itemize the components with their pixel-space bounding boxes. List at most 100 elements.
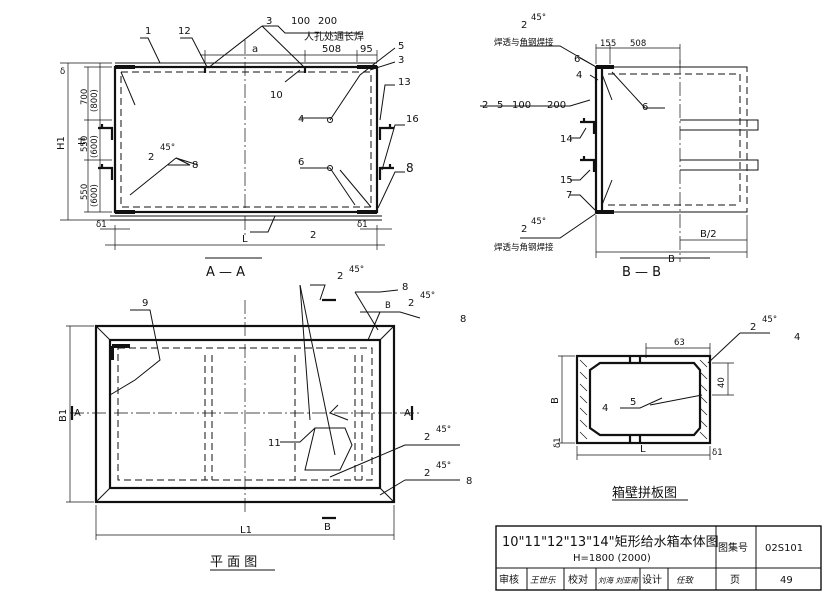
- atlas-number: 02S101: [765, 543, 803, 554]
- aa-weld-top-100: 100: [291, 16, 310, 27]
- plan-weld1-2: 2: [337, 271, 343, 282]
- plan-weld4-8: 8: [466, 476, 472, 487]
- plan-label-11: 11: [268, 438, 281, 449]
- bb-weld-left-100: 100: [512, 100, 531, 111]
- aa-dim-a: a: [252, 44, 258, 55]
- panel-weld-4: 4: [794, 332, 800, 343]
- aa-label-5: 5: [398, 41, 404, 52]
- aa-weld-top-3: 3: [266, 16, 272, 27]
- section-aa: 1 12 3 100 200 人孔处通长焊 a 508 95 5 3 13 10…: [56, 16, 419, 280]
- plan-weld1-45: 45°: [349, 265, 364, 275]
- atlas-number-label: 图集号: [718, 541, 748, 554]
- aa-tank-wall: [113, 65, 379, 214]
- aa-inner-outline: [120, 71, 372, 208]
- bb-weld-left-200: 200: [547, 100, 566, 111]
- aa-weld-left-45: 45°: [160, 143, 175, 153]
- page-label: 页: [730, 574, 740, 586]
- check-signature: 刘海 刘亚南: [598, 576, 639, 585]
- panel-detail: 63 2 45° 4 40 4 5 B δ1 L δ1 箱壁拼板图: [550, 315, 800, 501]
- plan-weld2-B: B: [385, 301, 391, 311]
- aa-label-12: 12: [178, 26, 191, 37]
- aa-label-3: 3: [398, 55, 404, 66]
- aa-weld-left-8: 8: [192, 160, 198, 171]
- plan-view: 9 2 45° 8 B 2 45° 8 11 2 45° 2 45° 8 A A…: [58, 265, 472, 571]
- plan-dim-B1: B1: [58, 409, 69, 422]
- bb-label-6a: 6: [574, 54, 580, 65]
- bb-weld-bot-note: 焊透与角钢焊接: [494, 242, 554, 253]
- plan-manhole: [304, 427, 353, 471]
- aa-delta: δ: [60, 67, 65, 77]
- plan-weld1-8: 8: [402, 282, 408, 293]
- panel-outer: [575, 354, 712, 445]
- plan-label-9: 9: [142, 298, 148, 309]
- plan-view-title: 平 面 图: [210, 555, 257, 570]
- aa-label-10: 10: [270, 90, 283, 101]
- plan-weld3-45: 45°: [436, 425, 451, 435]
- aa-label-1: 1: [145, 26, 151, 37]
- bb-label-7: 7: [566, 190, 572, 201]
- aa-view-title: A — A: [206, 265, 245, 280]
- title-block: 10"11"12"13"14"矩形给水箱本体图 H=1800 (2000) 图集…: [495, 525, 822, 591]
- bb-dim-B2: B/2: [700, 229, 717, 240]
- plan-weld2-8: 8: [460, 314, 466, 325]
- aa-delta1-left: δ1: [96, 220, 107, 230]
- aa-weld-top-200: 200: [318, 16, 337, 27]
- aa-delta1-right: δ1: [357, 220, 368, 230]
- aa-dim-800: (800): [90, 89, 100, 112]
- bb-label-4: 4: [576, 70, 582, 81]
- panel-delta1: δ1: [553, 437, 563, 448]
- plan-section-A-left: A: [74, 408, 81, 419]
- plan-weld3-2: 2: [424, 432, 430, 443]
- bb-side-wall: [594, 65, 604, 214]
- aa-label-8: 8: [406, 161, 414, 175]
- aa-dim-600b: (600): [90, 184, 100, 207]
- bb-dim-508: 508: [630, 39, 646, 49]
- aa-label-6: 6: [298, 157, 304, 168]
- drawing-subtitle: H=1800 (2000): [573, 553, 651, 564]
- bb-weld-top-note: 焊透与角钢焊接: [494, 37, 554, 48]
- panel-label-5: 5: [630, 397, 636, 408]
- bb-weld-bot-2: 2: [521, 224, 527, 235]
- bb-dim-155: 155: [600, 39, 616, 49]
- bb-label-15: 15: [560, 175, 573, 186]
- aa-dim-600a: (600): [90, 135, 100, 158]
- aa-dim-H: H: [77, 137, 88, 145]
- aa-dim-H1: H1: [56, 136, 67, 150]
- plan-dim-L1: L1: [240, 525, 252, 536]
- check-label: 校对: [568, 573, 588, 586]
- review-label: 审核: [499, 573, 519, 586]
- aa-label-2: 2: [310, 230, 316, 241]
- drawing-title: 10"11"12"13"14"矩形给水箱本体图: [502, 534, 719, 550]
- design-label: 设计: [642, 573, 662, 586]
- plan-weld2-45: 45°: [420, 291, 435, 301]
- bb-weld-left-2: 2: [482, 100, 488, 111]
- panel-dim-B: B: [550, 397, 561, 404]
- plan-weld2-2: 2: [408, 298, 414, 309]
- panel-dim-63: 63: [674, 338, 685, 348]
- aa-dim-550a: 550: [80, 136, 90, 152]
- bb-weld-top-45: 45°: [531, 13, 546, 23]
- aa-dim-L: L: [242, 234, 248, 245]
- aa-label-4: 4: [298, 114, 304, 125]
- panel-weld-2: 2: [750, 322, 756, 333]
- bb-label-14: 14: [560, 134, 573, 145]
- panel-weld-45: 45°: [762, 315, 777, 325]
- aa-dim-550b: 550: [80, 184, 90, 200]
- bb-label-6b: 6: [642, 102, 648, 113]
- aa-dim-508: 508: [322, 44, 341, 55]
- panel-inner: [588, 361, 702, 437]
- panel-dim-L: L: [640, 444, 646, 455]
- page-number: 49: [780, 575, 793, 586]
- panel-view-title: 箱壁拼板图: [612, 485, 677, 501]
- plan-weld4-2: 2: [424, 468, 430, 479]
- aa-weld-left-2: 2: [148, 152, 154, 163]
- bb-box-outline: [601, 66, 748, 213]
- aa-dim-95: 95: [360, 44, 373, 55]
- bb-weld-top-2: 2: [521, 20, 527, 31]
- section-bb: 2 45° 焊透与角钢焊接 155 508 6 4 6 2 5 100 200 …: [480, 13, 759, 280]
- aa-label-16: 16: [406, 114, 419, 125]
- bb-dim-B: B: [668, 254, 675, 265]
- review-signature: 王世乐: [530, 575, 557, 586]
- design-signature: 任致: [676, 575, 695, 586]
